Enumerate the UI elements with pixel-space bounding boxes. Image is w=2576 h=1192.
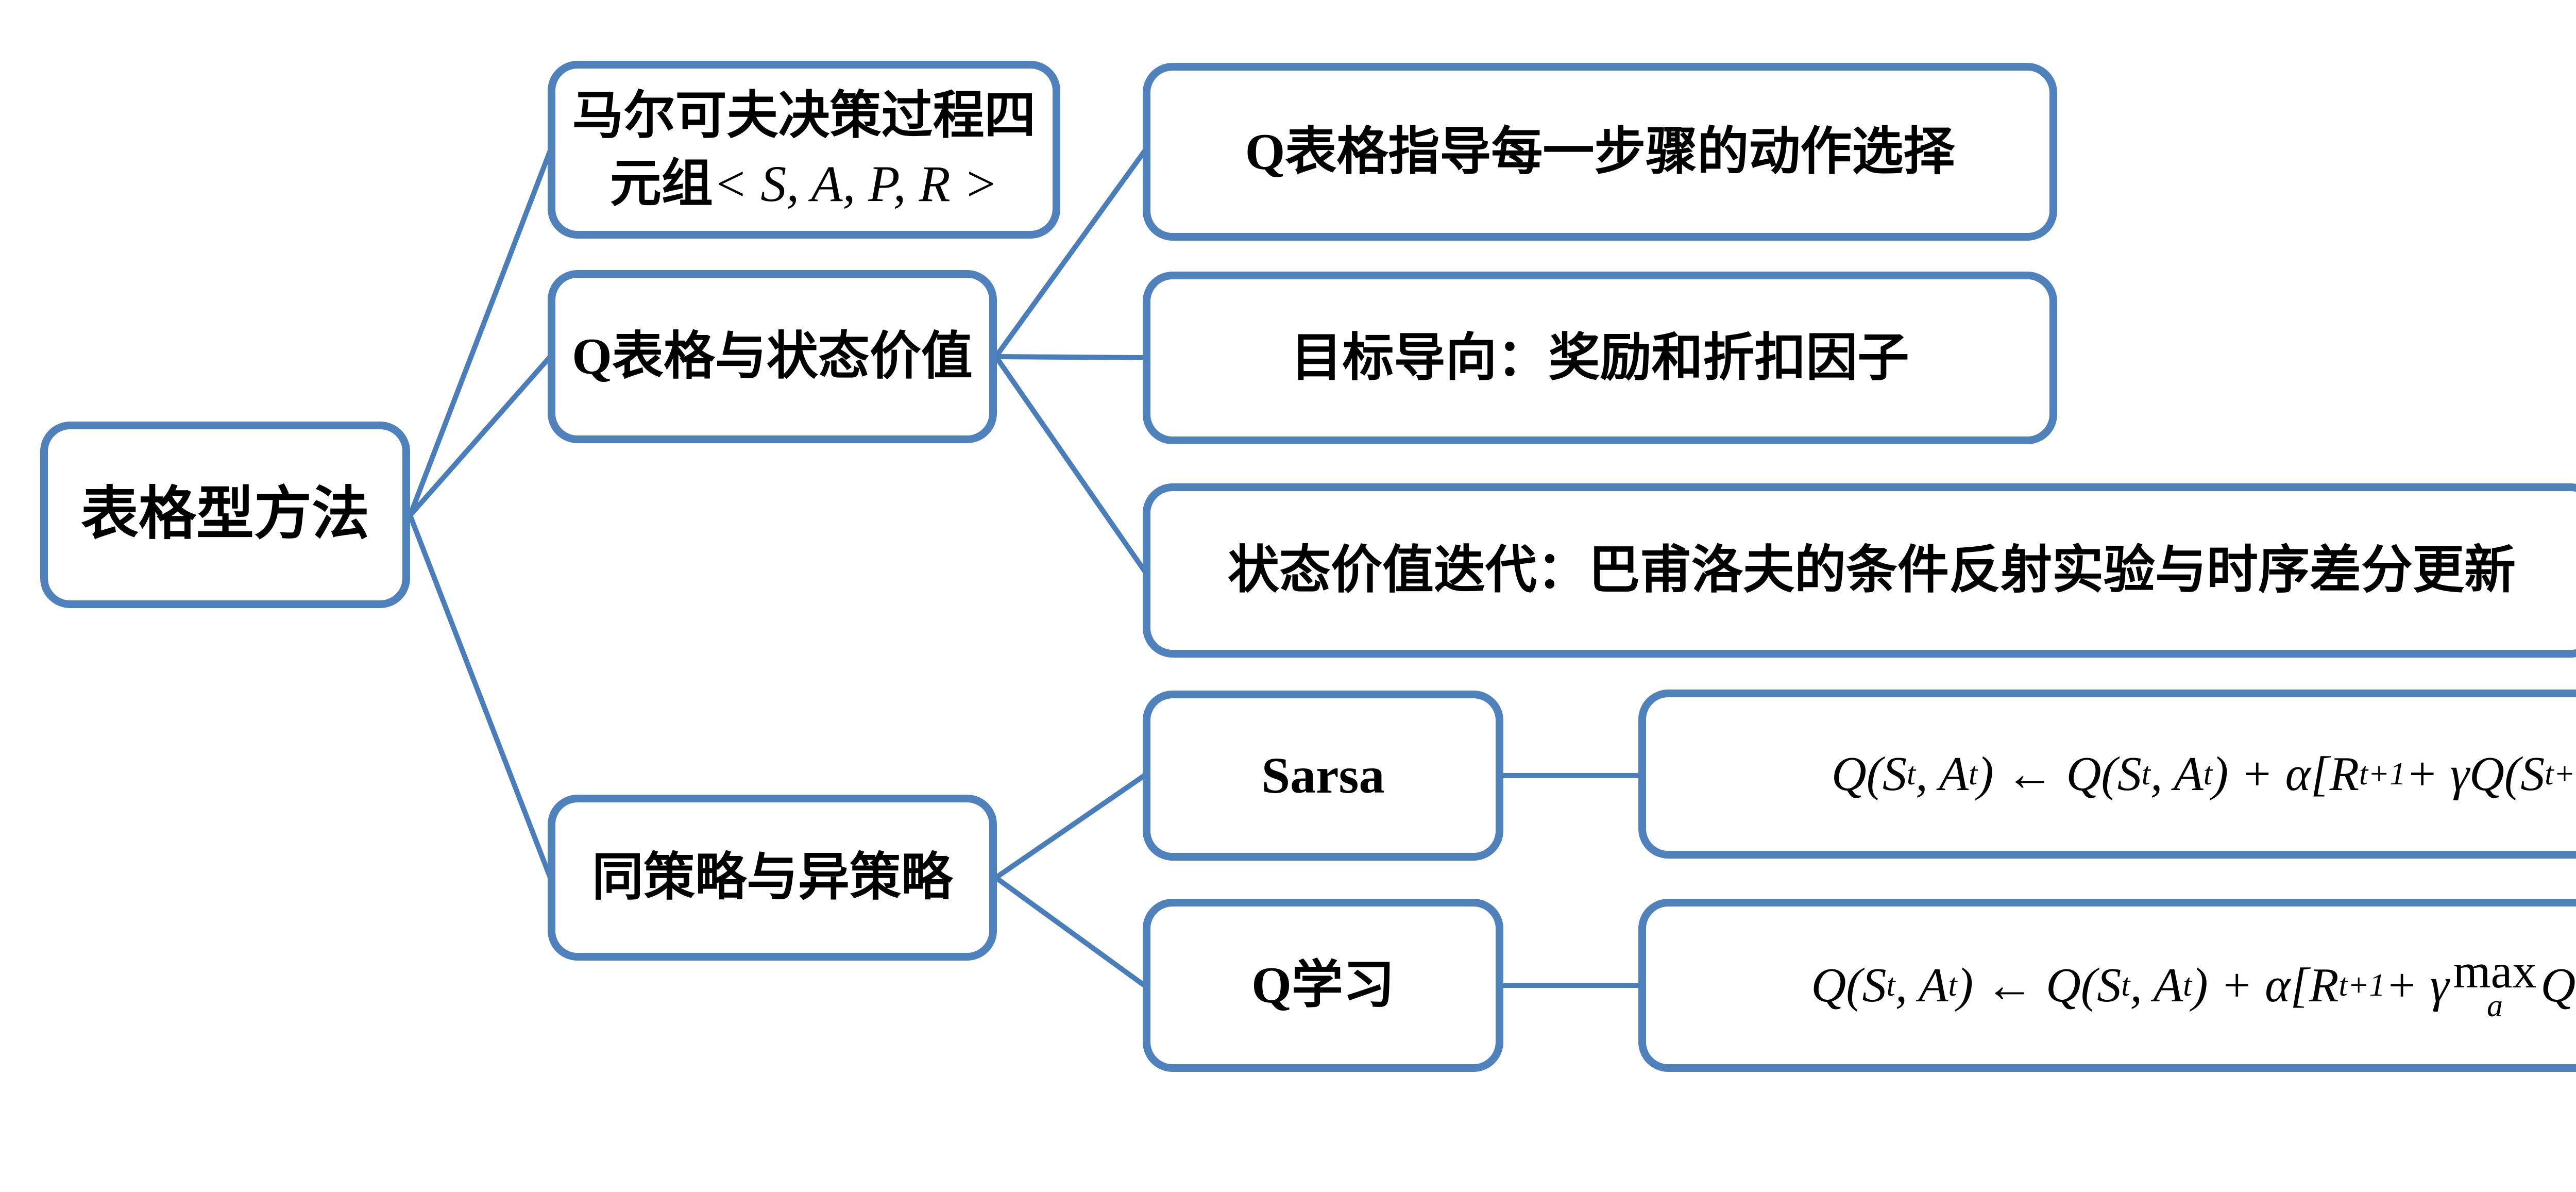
node-qtable-statevalue: Q表格与状态价值 (548, 270, 997, 443)
node-onpolicy-offpolicy: 同策略与异策略 (548, 795, 997, 961)
node-tabular-methods: 表格型方法 (40, 422, 410, 608)
node-label: 表格型方法 (81, 482, 369, 547)
node-label: 目标导向：奖励和折扣因子 (1291, 329, 1909, 387)
mdp-line2-prefix: 元组 (609, 155, 713, 212)
node-sarsa: Sarsa (1143, 691, 1503, 861)
connector-root-to-mdp (408, 148, 553, 518)
connector-root-to-policy (408, 513, 553, 880)
node-label: Q表格指导每一步骤的动作选择 (1245, 123, 1955, 180)
mdp-tuple-math: < S, A, P, R > (713, 155, 998, 212)
node-qtable-guides-actions: Q表格指导每一步骤的动作选择 (1143, 63, 2057, 241)
node-label: 马尔可夫决策过程四 元组< S, A, P, R > (562, 82, 1046, 218)
connector-qtable-to-statevalue (993, 354, 1147, 573)
node-label: Q学习 (1251, 956, 1395, 1014)
node-label: 状态价值迭代：巴甫洛夫的条件反射实验与时序差分更新 (1228, 542, 2516, 599)
node-q-learning: Q学习 (1143, 899, 1503, 1072)
connector-qtable-to-guide (993, 149, 1147, 359)
mdp-line1: 马尔可夫决策过程四 (572, 87, 1036, 144)
node-label: Q表格与状态价值 (572, 328, 973, 385)
node-sarsa-update-formula: Q(St, At) ← Q(St, At) + α[Rt+1 + γQ(St+1… (1638, 690, 2576, 859)
node-goal-oriented: 目标导向：奖励和折扣因子 (1143, 272, 2057, 444)
node-q-learning-update-formula: Q(St, At) ← Q(St, At) + α[Rt+1 + γmaxaQ(… (1638, 899, 2576, 1072)
node-label: 同策略与异策略 (592, 849, 953, 906)
node-state-value-iteration: 状态价值迭代：巴甫洛夫的条件反射实验与时序差分更新 (1143, 483, 2576, 658)
connector-policy-to-sarsa (993, 773, 1147, 880)
connector-root-to-qtable (408, 354, 553, 518)
connector-policy-to-qlearning (993, 875, 1147, 988)
node-label: Sarsa (1261, 747, 1385, 804)
node-mdp-tuple: 马尔可夫决策过程四 元组< S, A, P, R > (548, 61, 1060, 239)
connector-qtable-to-goal (993, 354, 1147, 360)
